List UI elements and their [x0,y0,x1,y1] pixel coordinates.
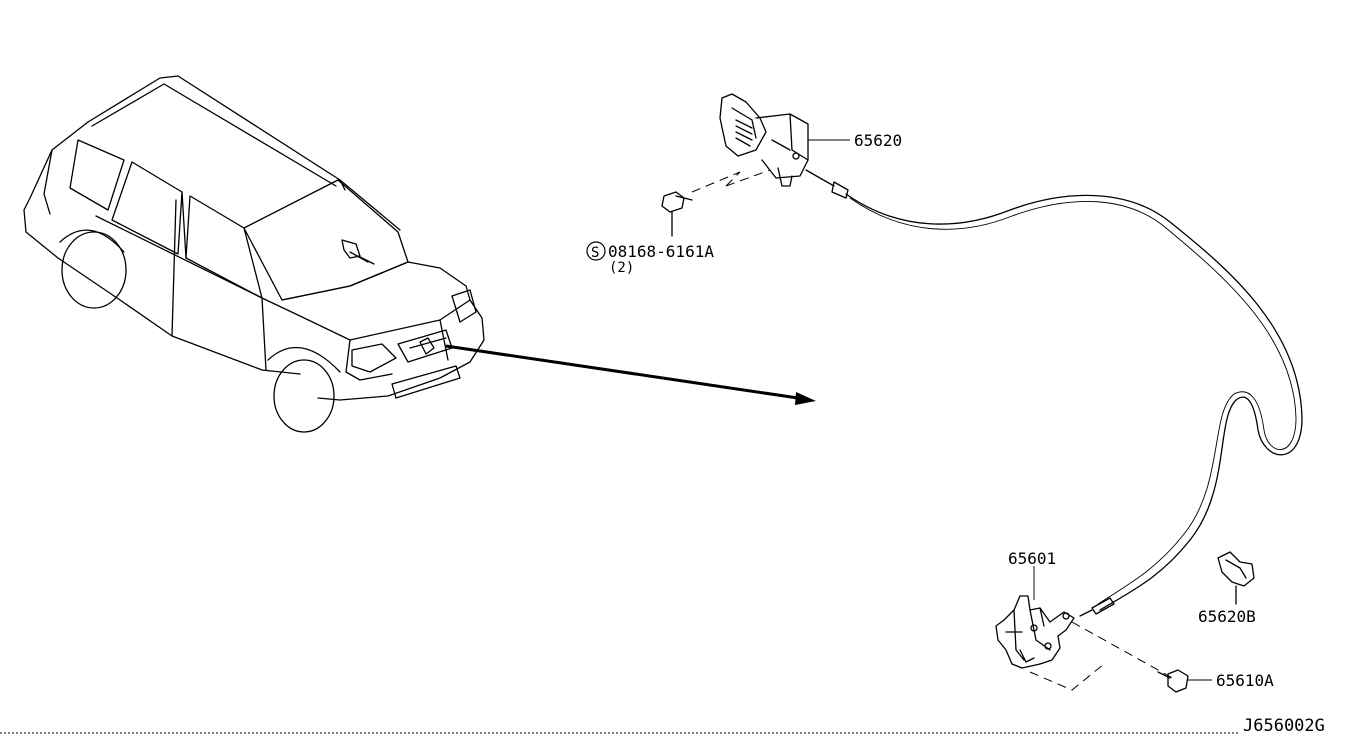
lock-bolt-install-guide [1029,621,1177,691]
label-bolt: 08168-6161A [608,242,714,261]
label-cable-clip: 65620B [1198,607,1256,626]
diagram-code: J656002G [1243,716,1325,736]
hood-lock [995,595,1075,669]
vehicle-illustration [23,75,485,433]
label-release-handle: 65620 [854,131,902,150]
bolt-install-guide [691,169,771,193]
callout-arrow [445,344,816,405]
label-bolt-qty: (2) [609,260,634,276]
hood-release-cable-inner [849,197,1297,605]
lock-bolt [1157,669,1189,693]
hood-release-handle [719,93,849,199]
bolt-symbol-circle [586,241,606,261]
label-lock-bolt: 65610A [1216,671,1274,690]
label-hood-lock: 65601 [1008,549,1056,568]
hood-release-cable [845,193,1303,611]
bolt-part [661,191,693,237]
cable-end [1079,597,1115,617]
label-bolt-symbol: S [591,245,599,261]
